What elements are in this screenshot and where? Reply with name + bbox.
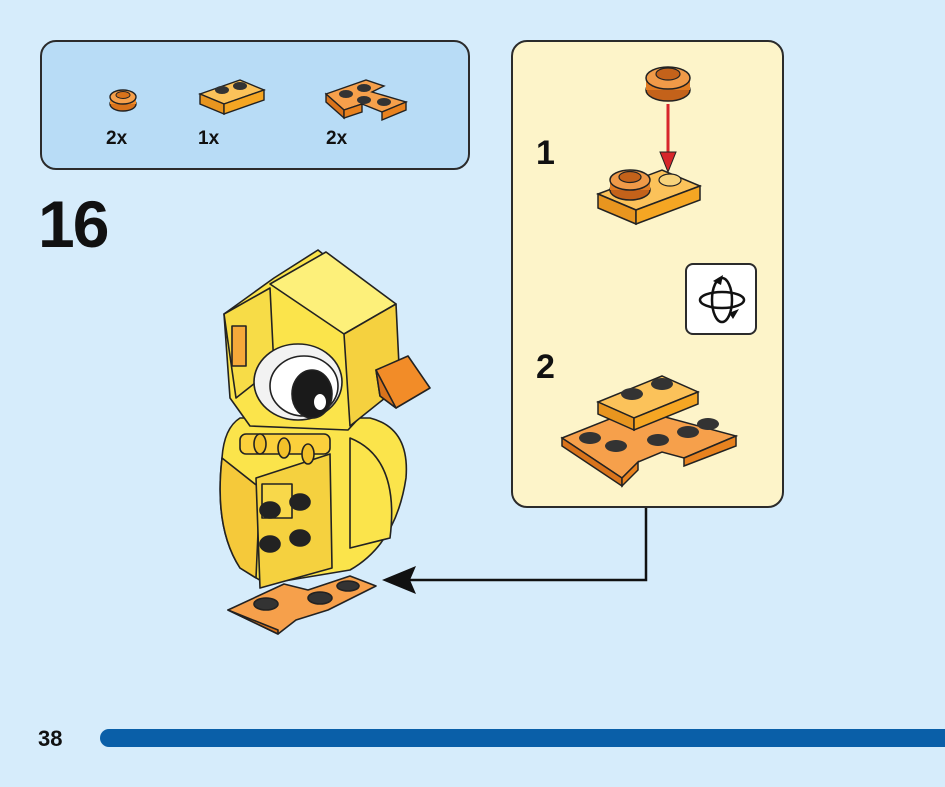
part-round-plate-icon (109, 89, 137, 112)
placement-arrow-icon (382, 508, 648, 594)
substep-label-2: 2 (536, 348, 555, 386)
substep-2-illustration (560, 375, 739, 488)
page-number: 38 (38, 726, 63, 751)
substep-1-illustration (595, 66, 703, 226)
part-count-corner-plate: 2x (326, 128, 348, 149)
round-plate-icon (645, 66, 691, 102)
chick-model-illustration (219, 249, 431, 635)
part-corner-plate-icon (324, 79, 409, 122)
part-count-round-plate: 2x (106, 128, 128, 149)
part-plate-1x2-icon (198, 79, 266, 116)
plate-1x2-with-round-plate (595, 169, 703, 226)
substep-label-1: 1 (536, 134, 555, 172)
part-count-plate-1x2: 1x (198, 128, 220, 149)
page-progress-bar (100, 729, 945, 747)
rotate-model-icon (685, 263, 757, 335)
step-number: 16 (38, 187, 109, 261)
